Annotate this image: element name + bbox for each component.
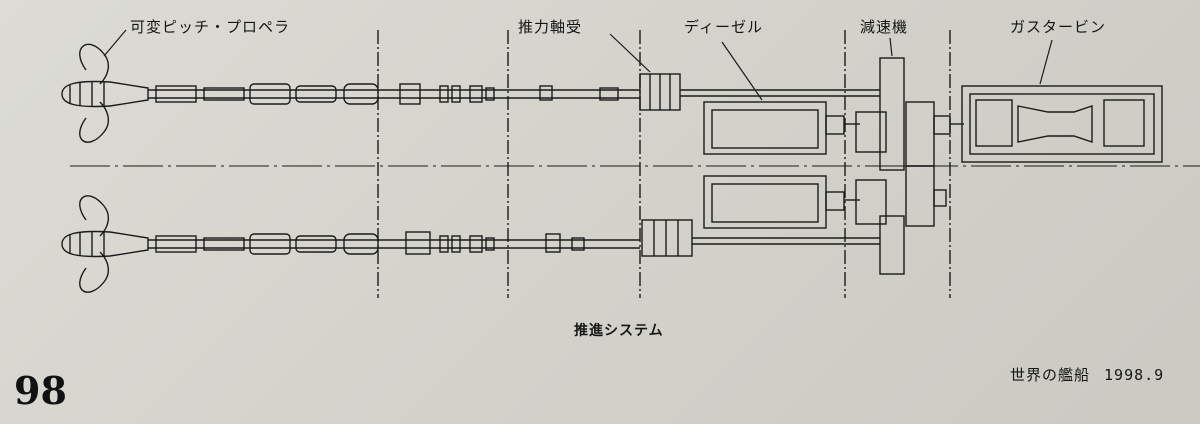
thrust-bearing-label: 推力軸受	[518, 18, 583, 36]
label-leaders	[103, 29, 1053, 101]
propulsion-system-diagram	[61, 29, 1200, 298]
reduction-gear-label: 減速機	[860, 18, 909, 36]
publication-name: 世界の艦船	[1010, 366, 1091, 384]
diesel-label: ディーゼル	[684, 18, 763, 36]
top-shaft-line	[61, 43, 1163, 171]
publication-date: 1998.9	[1104, 366, 1165, 384]
top-propeller	[79, 43, 110, 143]
gas-turbine-label: ガスタービン	[1010, 18, 1107, 36]
bottom-propeller	[79, 195, 110, 293]
figure-caption: 推進システム	[574, 323, 664, 339]
section-dividers	[377, 30, 951, 298]
bottom-shaft-line	[61, 165, 947, 293]
running-footer: 世界の艦船 1998.9	[1010, 364, 1164, 385]
page-number: 98	[14, 368, 67, 413]
propeller-label: 可変ピッチ・プロペラ	[130, 18, 291, 36]
